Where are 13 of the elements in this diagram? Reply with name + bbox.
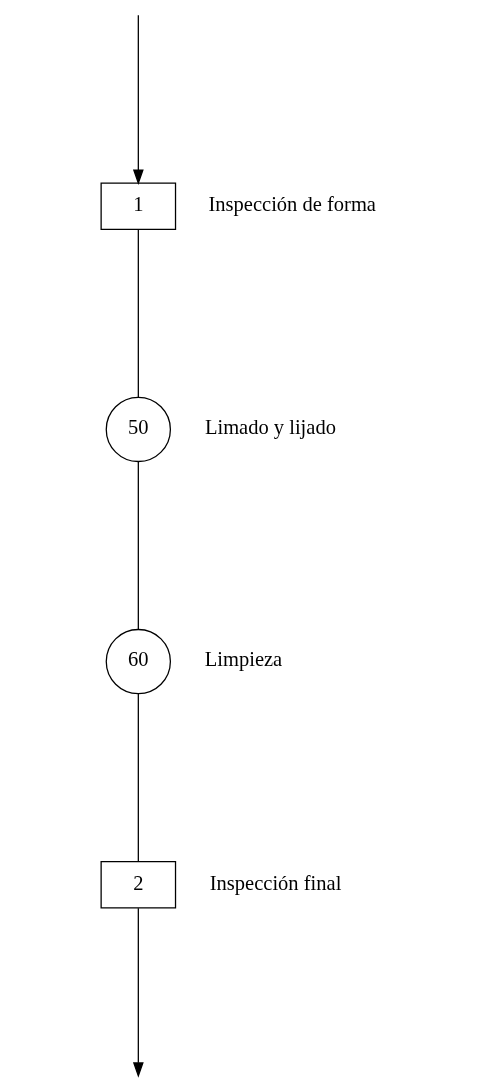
node-label: Limado y lijado bbox=[204, 416, 336, 439]
node-label: Inspección final bbox=[209, 871, 341, 894]
connector bbox=[137, 693, 139, 862]
node-circle: 60 bbox=[105, 628, 171, 695]
node-label: Inspección de forma bbox=[208, 193, 376, 216]
arrow bbox=[132, 14, 144, 186]
node-box: 2 bbox=[100, 861, 176, 909]
node-box: 1 bbox=[100, 182, 176, 230]
node-label: Limpieza bbox=[204, 648, 282, 671]
arrow bbox=[132, 907, 144, 1078]
connector bbox=[137, 228, 139, 398]
node-circle: 50 bbox=[105, 396, 171, 463]
connector bbox=[137, 461, 139, 631]
